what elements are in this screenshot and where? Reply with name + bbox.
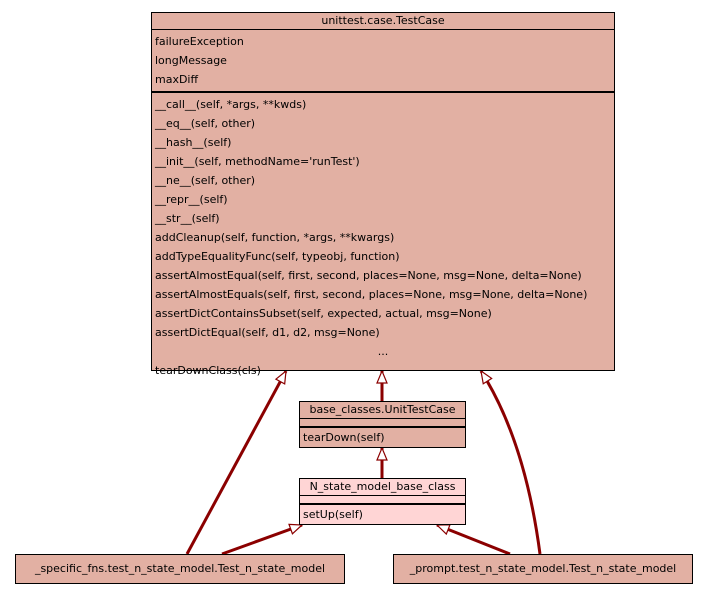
class-specific-test[interactable]: _specific_fns.test_n_state_model.Test_n_… <box>15 554 345 584</box>
method: __str__(self) <box>155 212 220 225</box>
method: __repr__(self) <box>155 193 228 206</box>
method: __eq__(self, other) <box>155 117 256 130</box>
edge-prompt-to-testcase <box>479 371 542 555</box>
class-prompt-test[interactable]: _prompt.test_n_state_model.Test_n_state_… <box>393 554 693 584</box>
attributes-section <box>300 496 465 505</box>
method: tearDownClass(cls) <box>155 364 261 377</box>
method: tearDown(self) <box>303 431 385 444</box>
attributes-section: failureException longMessage maxDiff <box>152 30 614 93</box>
attribute: failureException <box>155 35 244 48</box>
methods-section: setUp(self) <box>300 505 465 524</box>
methods-section: tearDown(self) <box>300 428 465 447</box>
edge-specific-to-nstate <box>221 523 302 556</box>
edge-specific-to-testcase <box>185 371 288 555</box>
class-name: base_classes.UnitTestCase <box>300 402 465 419</box>
attribute: maxDiff <box>155 73 199 86</box>
method: addCleanup(self, function, *args, **kwar… <box>155 231 395 244</box>
method: assertAlmostEqual(self, first, second, p… <box>155 269 582 282</box>
class-name: unittest.case.TestCase <box>152 13 614 30</box>
method: __ne__(self, other) <box>155 174 256 187</box>
attributes-section <box>300 419 465 428</box>
class-nstate-model-base[interactable]: N_state_model_base_class setUp(self) <box>299 478 466 525</box>
method: setUp(self) <box>303 508 363 521</box>
class-name: N_state_model_base_class <box>300 479 465 496</box>
methods-section: __call__(self, *args, **kwds) __eq__(sel… <box>152 93 614 382</box>
method: assertAlmostEquals(self, first, second, … <box>155 288 588 301</box>
attribute: longMessage <box>155 54 227 67</box>
method: assertDictContainsSubset(self, expected,… <box>155 307 492 320</box>
method: addTypeEqualityFunc(self, typeobj, funct… <box>155 250 400 263</box>
method: __hash__(self) <box>155 136 232 149</box>
method: __init__(self, methodName='runTest') <box>155 155 360 168</box>
method: assertDictEqual(self, d1, d2, msg=None) <box>155 326 380 339</box>
class-unittestcase[interactable]: base_classes.UnitTestCase tearDown(self) <box>299 401 466 448</box>
class-name: _specific_fns.test_n_state_model.Test_n_… <box>34 562 326 575</box>
class-testcase[interactable]: unittest.case.TestCase failureException … <box>151 12 615 377</box>
more-methods-ellipsis: ... <box>377 345 389 358</box>
edge-prompt-to-nstate <box>437 523 511 556</box>
method: __call__(self, *args, **kwds) <box>155 98 307 111</box>
class-name: _prompt.test_n_state_model.Test_n_state_… <box>409 562 677 575</box>
